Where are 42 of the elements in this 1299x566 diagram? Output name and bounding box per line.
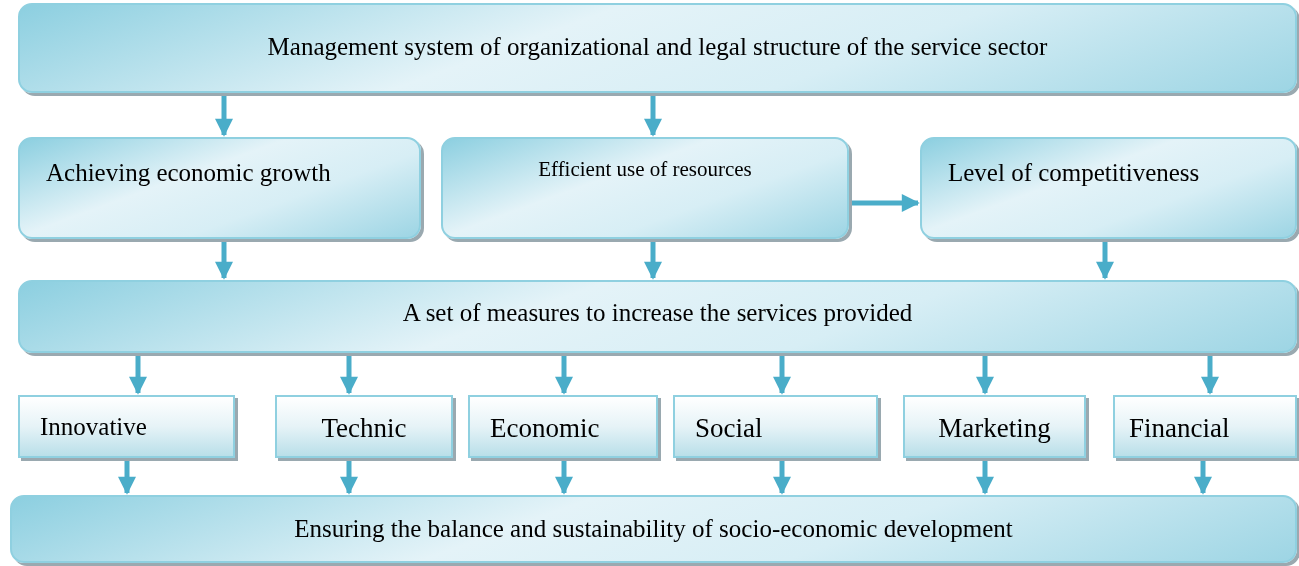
box-label: Innovative xyxy=(40,413,147,442)
arrow xyxy=(555,355,573,395)
arrow xyxy=(129,355,147,395)
arrow xyxy=(773,355,791,395)
arrow xyxy=(340,355,358,395)
process-box xyxy=(18,137,421,239)
box-label: Financial xyxy=(1129,413,1230,445)
arrow xyxy=(215,241,233,280)
category-box xyxy=(1113,395,1297,458)
arrow xyxy=(976,355,994,395)
box-label: Level of competitiveness xyxy=(948,159,1200,188)
process-box xyxy=(10,495,1297,563)
process-box xyxy=(18,280,1297,353)
arrow xyxy=(1096,241,1114,280)
category-box xyxy=(673,395,878,458)
box-label: A set of measures to increase the services provided xyxy=(402,299,913,328)
arrow xyxy=(1194,460,1212,495)
category-box xyxy=(18,395,235,458)
process-box xyxy=(18,3,1297,93)
category-box xyxy=(275,395,453,458)
box-label: Efficient use of resources xyxy=(538,157,752,182)
category-box xyxy=(903,395,1086,458)
box-label: Technic xyxy=(321,413,407,445)
box-label: Management system of organizational and legal structure of the service sector xyxy=(267,33,1048,62)
box-label: Marketing xyxy=(938,413,1051,445)
box-label: Social xyxy=(695,413,763,445)
box-label: Achieving economic growth xyxy=(46,159,331,188)
arrow xyxy=(1201,355,1219,395)
process-box xyxy=(441,137,849,239)
arrow xyxy=(644,241,662,280)
category-box xyxy=(468,395,658,458)
box-label: Economic xyxy=(490,413,600,445)
arrow xyxy=(555,460,573,495)
arrow xyxy=(852,194,920,212)
box-label: Ensuring the balance and sustainability of socio-economic development xyxy=(294,515,1013,544)
arrow xyxy=(773,460,791,495)
process-box xyxy=(920,137,1297,239)
arrow xyxy=(118,460,136,495)
arrow xyxy=(340,460,358,495)
arrow xyxy=(215,95,233,137)
arrow xyxy=(644,95,662,137)
arrow xyxy=(976,460,994,495)
